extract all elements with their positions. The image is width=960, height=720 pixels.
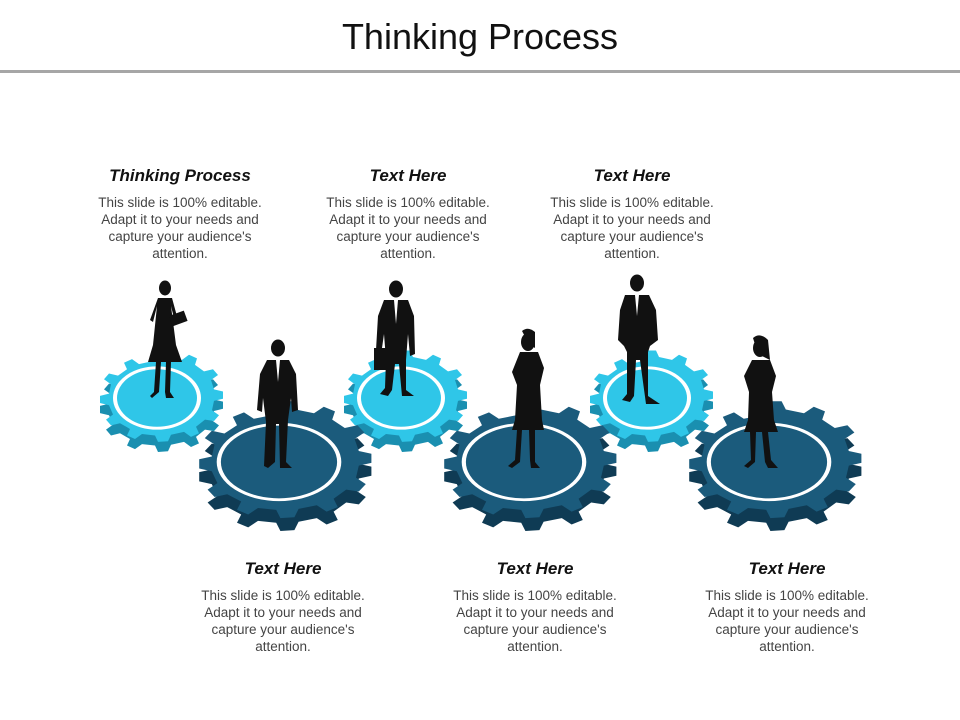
title-divider <box>0 70 960 73</box>
text-block-2: Text Here This slide is 100% editable. A… <box>318 166 498 262</box>
block-heading: Text Here <box>496 559 574 578</box>
businessman-silhouette-5 <box>618 274 660 404</box>
businessman-silhouette-2 <box>257 339 298 468</box>
block-body: This slide is 100% editable. Adapt it to… <box>705 588 869 654</box>
text-block-3: Text Here This slide is 100% editable. A… <box>542 166 722 262</box>
gear-light-1 <box>100 350 223 452</box>
block-body: This slide is 100% editable. Adapt it to… <box>201 588 365 654</box>
businesswoman-silhouette-4 <box>508 328 544 468</box>
block-body: This slide is 100% editable. Adapt it to… <box>98 195 262 261</box>
block-heading: Text Here <box>748 559 826 578</box>
block-body: This slide is 100% editable. Adapt it to… <box>326 195 490 261</box>
text-block-4: Text Here This slide is 100% editable. A… <box>193 559 373 655</box>
businesswoman-silhouette-6 <box>744 335 778 468</box>
block-heading: Text Here <box>593 166 671 185</box>
businessman-silhouette-3 <box>374 280 415 396</box>
block-heading: Thinking Process <box>109 166 251 185</box>
block-body: This slide is 100% editable. Adapt it to… <box>550 195 714 261</box>
businesswoman-silhouette-1 <box>148 280 188 398</box>
gear-dark-1 <box>199 401 372 531</box>
text-block-1: Thinking Process This slide is 100% edit… <box>90 166 270 262</box>
text-block-5: Text Here This slide is 100% editable. A… <box>445 559 625 655</box>
block-body: This slide is 100% editable. Adapt it to… <box>453 588 617 654</box>
block-heading: Text Here <box>369 166 447 185</box>
page-title: Thinking Process <box>341 16 619 57</box>
block-heading: Text Here <box>244 559 322 578</box>
text-block-6: Text Here This slide is 100% editable. A… <box>697 559 877 655</box>
